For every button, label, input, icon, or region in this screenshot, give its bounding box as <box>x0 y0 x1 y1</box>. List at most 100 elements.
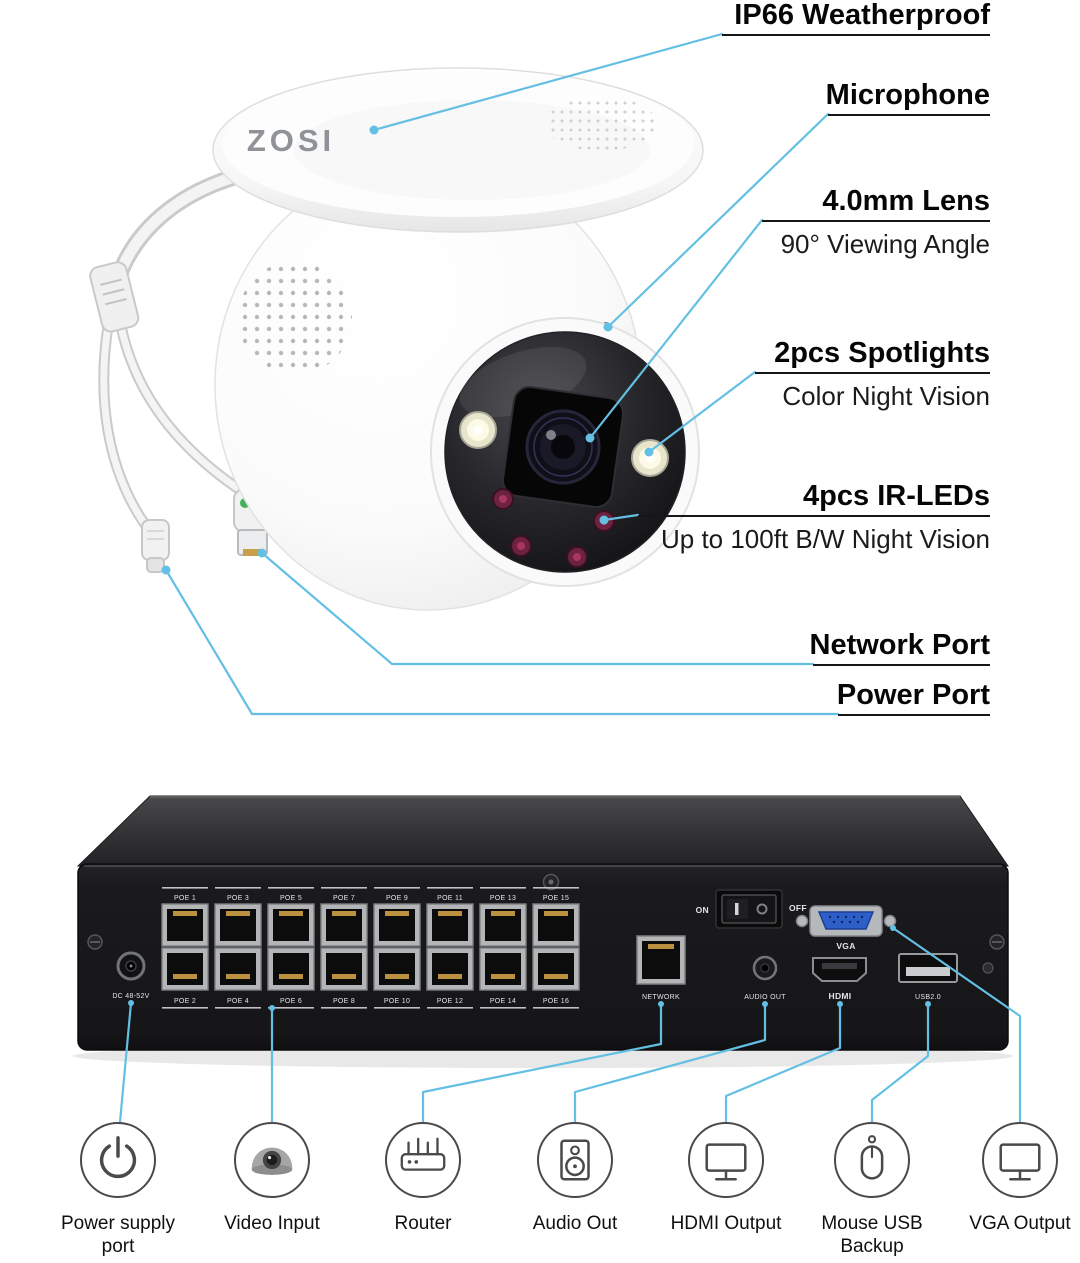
poe-port-pins <box>491 974 515 979</box>
poe-port-pins <box>173 911 197 916</box>
poe-port-pins <box>385 911 409 916</box>
poe-frame-line <box>374 1007 420 1009</box>
callout-lens: 4.0mm Lens 90° Viewing Angle <box>570 186 990 258</box>
port-connector-lines <box>118 925 1022 1124</box>
poe-frame-line <box>480 1007 526 1009</box>
callout-title: 2pcs Spotlights <box>774 337 990 369</box>
poe-port-pins <box>438 974 462 979</box>
poe-port-label: POE 9 <box>386 895 408 902</box>
poe-frame-line <box>480 887 526 889</box>
hdmi-port-label: HDMI <box>829 991 852 1001</box>
poe-port-opening <box>485 953 521 985</box>
callout-microphone: Microphone <box>570 80 990 116</box>
poe-port-label: POE 5 <box>280 895 302 902</box>
dome-camera-icon <box>251 1147 293 1175</box>
callout-underline <box>755 372 990 374</box>
callout-underline <box>828 114 990 116</box>
speaker-grille <box>238 261 352 375</box>
poe-port-pins <box>544 974 568 979</box>
router-icon-circle <box>385 1122 461 1198</box>
vga-thumbscrew <box>883 914 897 928</box>
poe-port-label: POE 2 <box>174 998 196 1005</box>
network-port <box>636 935 686 985</box>
poe-frame-line <box>321 887 367 889</box>
camera-mount-base: ZOSI <box>212 67 704 233</box>
audio-out-label: AUDIO OUT <box>744 994 786 1001</box>
poe-port-opening <box>167 953 203 985</box>
callout-underline <box>838 714 990 716</box>
vga-port-label: VGA <box>836 941 855 951</box>
legend-item-router: Router <box>353 1122 493 1235</box>
cable-junction <box>89 261 140 333</box>
legend-item-video-input: Video Input <box>202 1122 342 1235</box>
legend-item-power-supply-port: Power supply port <box>48 1122 188 1258</box>
poe-port-opening <box>220 953 256 985</box>
legend-item-vga-output: VGA Output <box>950 1122 1080 1235</box>
poe-port-opening <box>379 953 415 985</box>
legend-label: Video Input <box>224 1213 320 1234</box>
poe-frame-line <box>162 1007 208 1009</box>
switch-off-label: OFF <box>789 903 807 913</box>
poe-port-label: POE 3 <box>227 895 249 902</box>
callout-title: 4pcs IR-LEDs <box>803 480 990 512</box>
network-port-label: NETWORK <box>642 994 680 1001</box>
speaker-icon <box>560 1139 590 1181</box>
poe-port-label: POE 10 <box>384 998 410 1005</box>
poe-frame-line <box>374 887 420 889</box>
monitor-icon <box>705 1143 747 1181</box>
router-icon <box>400 1137 446 1171</box>
screw <box>982 962 994 974</box>
power-icon <box>99 1136 137 1179</box>
poe-frame-line <box>215 887 261 889</box>
poe-port-label: POE 6 <box>280 998 302 1005</box>
legend-label: VGA Output <box>969 1213 1071 1234</box>
callout-subtitle: Color Night Vision <box>782 381 990 411</box>
poe-port-label: POE 15 <box>543 895 569 902</box>
poe-port-pins <box>279 911 303 916</box>
ir-leds <box>492 488 615 568</box>
speaker-icon-circle <box>537 1122 613 1198</box>
poe-port-pins <box>332 974 356 979</box>
base-vent-holes <box>545 97 657 151</box>
callout-subtitle: Up to 100ft B/W Night Vision <box>660 524 990 554</box>
dc-port-label: DC 48-52V <box>112 993 149 1000</box>
legend-item-mouse-usb-backup: Mouse USB Backup <box>802 1122 942 1258</box>
poe-port-opening <box>273 953 309 985</box>
poe-port-pins <box>544 911 568 916</box>
legend-item-audio-out: Audio Out <box>505 1122 645 1235</box>
callout-title: IP66 Weatherproof <box>734 0 990 31</box>
audio-out-jack <box>752 955 778 981</box>
legend-label: Mouse USB Backup <box>821 1213 923 1258</box>
camera-cables <box>89 163 272 573</box>
usb-port <box>898 953 958 983</box>
camera-lens <box>525 409 601 485</box>
screws <box>87 873 1005 974</box>
hdmi-port <box>812 957 867 982</box>
callout-ir-leds: 4pcs IR-LEDs Up to 100ft B/W Night Visio… <box>570 481 990 553</box>
spotlight-right <box>631 439 669 477</box>
dc-power-port <box>116 951 146 981</box>
power-switch <box>715 889 783 929</box>
poe-frame-line <box>268 1007 314 1009</box>
vga-port <box>795 905 897 937</box>
poe-port-pins <box>279 974 303 979</box>
poe-port-label: POE 13 <box>490 895 516 902</box>
power-icon-circle <box>80 1122 156 1198</box>
dome-camera-icon-circle <box>234 1122 310 1198</box>
poe-port-pins <box>438 911 462 916</box>
callout-power-port: Power Port <box>570 680 990 716</box>
spotlight-left <box>459 411 497 449</box>
poe-port-opening <box>326 953 362 985</box>
poe-port-label: POE 8 <box>333 998 355 1005</box>
poe-port-label: POE 12 <box>437 998 463 1005</box>
mouse-icon <box>860 1135 884 1180</box>
poe-port-opening <box>538 953 574 985</box>
poe-port-label: POE 7 <box>333 895 355 902</box>
legend-label: Audio Out <box>532 1213 618 1234</box>
poe-frame-line <box>321 1007 367 1009</box>
monitor-icon-circle <box>982 1122 1058 1198</box>
callout-subtitle: 90° Viewing Angle <box>780 229 990 259</box>
